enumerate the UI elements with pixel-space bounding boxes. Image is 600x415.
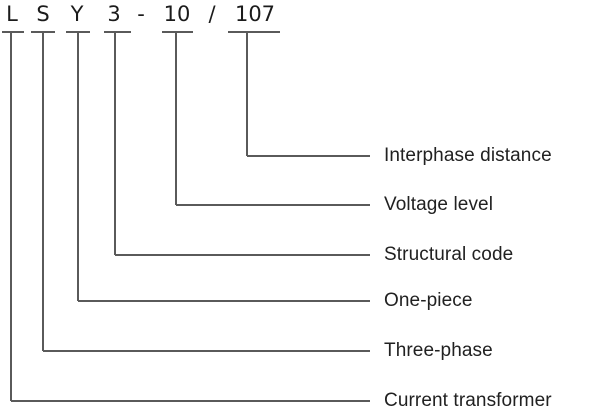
code-char-1: S — [36, 2, 50, 26]
leader-label-structural-code: Structural code — [384, 244, 514, 265]
leader-label-voltage-level: Voltage level — [384, 194, 494, 215]
code-char-5: 10 — [163, 2, 191, 26]
leader-label-three-phase: Three-phase — [384, 340, 493, 361]
code-char-6: / — [208, 2, 216, 26]
code-char-4: - — [137, 2, 145, 26]
leader-label-one-piece: One-piece — [384, 290, 473, 311]
code-char-3: 3 — [107, 2, 121, 26]
leader-label-interphase-distance: Interphase distance — [384, 145, 552, 166]
code-char-2: Y — [70, 2, 84, 26]
leader-label-current-transformer: Current transformer — [384, 390, 552, 411]
code-char-0: L — [6, 2, 18, 26]
code-char-7: 107 — [234, 2, 276, 26]
